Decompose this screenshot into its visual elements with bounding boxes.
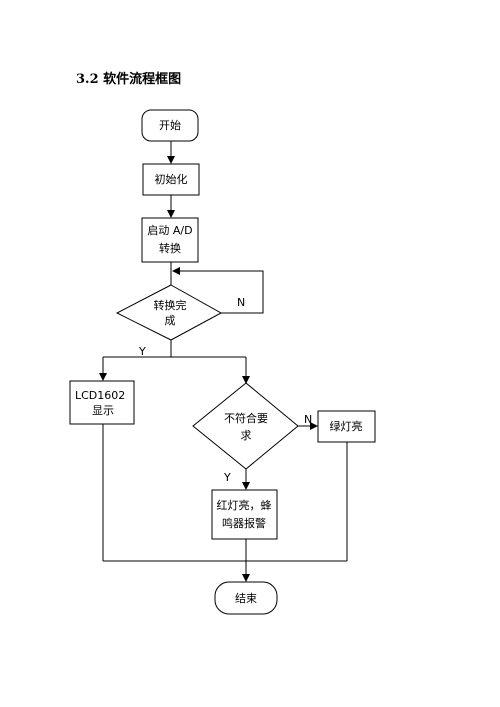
conv-yes-label: Y [138,345,146,358]
cond-no-label: N [304,413,312,426]
cond-yes-label: Y [223,471,231,484]
end-shape [214,581,278,615]
start-node: 开始 [141,109,199,142]
end-label: 结束 [235,592,257,605]
cond-decision: 不符合要 求 [192,382,299,470]
alarm-node: 红灯亮，蜂 鸣器报警 [211,489,278,540]
conv-decision: 转换完 成 [115,284,223,341]
edge-conv-no-loop [172,267,264,314]
lcd-node: LCD1602 显示 [69,380,135,425]
section-heading: 3.2 软件流程框图 [76,72,182,87]
alarm-shape [211,489,278,540]
green-shape [317,410,376,443]
adc-label-line1: 启动 A/D [147,224,192,237]
adc-shape [141,217,199,263]
conv-no-label: N [237,296,245,309]
adc-label-line2: 转换 [159,241,181,255]
end-node: 结束 [214,581,278,615]
init-node: 初始化 [142,163,200,196]
cond-shape [192,382,299,470]
init-shape [142,163,200,196]
conv-label-line2: 成 [165,314,176,327]
adc-node: 启动 A/D 转换 [141,217,199,263]
cond-label-line2: 求 [241,429,252,442]
green-node: 绿灯亮 [317,410,376,443]
connectors [99,141,348,582]
conv-shape [115,284,223,341]
init-label: 初始化 [155,172,188,186]
conv-label-line1: 转换完 [154,298,187,312]
lcd-label-line2: 显示 [92,404,114,417]
cond-label-line1: 不符合要 [224,411,268,425]
alarm-label-line1: 红灯亮，蜂 [217,498,272,512]
start-shape [141,109,199,142]
green-label: 绿灯亮 [330,419,363,433]
alarm-label-line2: 鸣器报警 [222,516,266,530]
lcd-label-line1: LCD1602 [75,389,125,402]
start-label: 开始 [159,118,181,132]
lcd-shape [69,380,135,425]
